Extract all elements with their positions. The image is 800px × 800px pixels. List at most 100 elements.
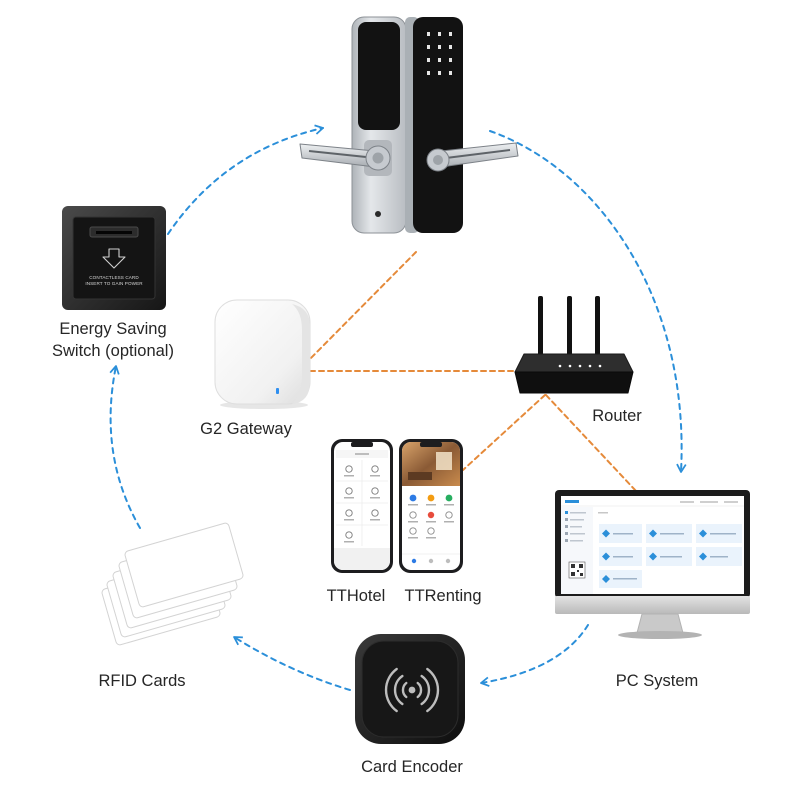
- keypad-key: [438, 32, 441, 36]
- app-feature-icon: [409, 511, 417, 519]
- tile-caption-line: [613, 533, 633, 535]
- app-feature-icon: [409, 494, 417, 502]
- keypad-key: [427, 45, 430, 49]
- tile-caption-line: [710, 556, 728, 558]
- caption-line: [444, 521, 454, 523]
- ui-sidebar-items: [565, 511, 586, 542]
- energy-switch-label-line1: Energy Saving: [59, 320, 166, 338]
- ttrenting-label: TTRenting: [404, 587, 481, 605]
- arrow-pc-to-encoder: [480, 624, 589, 687]
- energy-saving-switch: CONTACTLESS CARD INSERT TO GAIN POWER: [62, 206, 166, 310]
- door-lock-interior-panel: [299, 16, 407, 234]
- photo-furniture: [408, 472, 432, 480]
- tile-caption-line: [613, 578, 637, 580]
- monitor-stand-base: [618, 631, 702, 639]
- link-router-phones: [462, 394, 546, 471]
- keypad-key: [449, 45, 452, 49]
- link-router-pc: [545, 394, 637, 492]
- rfid-cards-label: RFID Cards: [98, 672, 185, 690]
- keypad-key: [427, 71, 430, 75]
- tabbar-profile-icon: [445, 558, 451, 564]
- energy-switch-label-line2: Switch (optional): [52, 342, 174, 360]
- wave-middle-right: [420, 674, 431, 706]
- router-led: [568, 364, 572, 368]
- app-menu-icon: [371, 487, 379, 495]
- door-lock: [299, 16, 519, 234]
- gateway-side-face: [292, 304, 310, 404]
- keypad-key: [438, 45, 441, 49]
- caption-line: [426, 537, 436, 539]
- app-icons: [345, 465, 379, 539]
- caption-line: [408, 504, 418, 506]
- sidebar-item-line: [570, 519, 584, 521]
- caption-line: [344, 475, 354, 477]
- keypad-key: [449, 71, 452, 75]
- ui-breadcrumb: [598, 512, 608, 514]
- app-feature-icon: [427, 494, 435, 502]
- qr-block: [571, 564, 575, 568]
- sidebar-item-line: [570, 540, 583, 542]
- pc-system: [555, 490, 750, 639]
- arrow-switch-to-lock: [167, 124, 324, 235]
- sidebar-item-line: [570, 533, 585, 535]
- ui-topbar-link: [700, 501, 718, 503]
- app-menu-icon: [345, 509, 353, 517]
- arrow-lock-to-pc: [489, 130, 687, 473]
- app-menu-icon: [371, 509, 379, 517]
- wave-inner-right: [416, 681, 423, 699]
- app-icon-captions: [344, 475, 380, 543]
- qr-block: [580, 573, 583, 576]
- router-antenna: [595, 296, 600, 356]
- app-feature-icon: [445, 511, 453, 519]
- router-front-face: [514, 371, 634, 394]
- phone-notch: [351, 442, 373, 447]
- qr-block: [577, 570, 579, 572]
- router-antenna: [538, 296, 543, 356]
- tthotel-label: TTHotel: [327, 587, 386, 605]
- tile-caption-line: [660, 533, 684, 535]
- router-led: [578, 364, 582, 368]
- exterior-lever-groove: [445, 149, 511, 159]
- caption-line: [444, 504, 454, 506]
- caption-line: [426, 504, 436, 506]
- wave-outer-right: [426, 667, 440, 713]
- diamond-icon: [699, 552, 707, 561]
- caption-line: [370, 497, 380, 499]
- app-menu-icon: [345, 487, 353, 495]
- caption-line: [370, 519, 380, 521]
- app-feature-icon: [409, 527, 417, 535]
- door-lock-exterior-panel: [405, 17, 519, 233]
- rfid-card: [124, 522, 244, 608]
- diamond-icon: [602, 575, 610, 583]
- keyhole-icon: [375, 211, 381, 217]
- app-icon-captions: [408, 504, 454, 539]
- router-led: [588, 364, 592, 368]
- qr-block: [579, 564, 583, 568]
- exterior-knob-center: [433, 155, 443, 165]
- router-label: Router: [592, 407, 642, 425]
- diamond-icon: [649, 552, 657, 561]
- flow-arrows: [109, 124, 687, 691]
- sidebar-item-icon: [565, 532, 568, 535]
- phone-tthotel: [331, 439, 393, 573]
- ui-tile-captions: [613, 533, 736, 580]
- contactless-icon: [384, 667, 440, 713]
- wave-inner-left: [401, 681, 408, 699]
- app-feature-icon: [445, 494, 453, 502]
- ui-logo: [565, 500, 579, 503]
- wave-outer-left: [384, 667, 398, 713]
- interior-top-panel: [358, 22, 400, 130]
- sidebar-item-icon: [565, 511, 568, 514]
- app-feature-icon: [427, 511, 435, 519]
- router-led: [598, 364, 602, 368]
- link-lock-gateway: [308, 251, 417, 361]
- caption-line: [408, 521, 418, 523]
- sidebar-item-line: [570, 512, 586, 514]
- arrow-encoder-to-cards: [233, 636, 351, 691]
- wave-middle-left: [393, 674, 404, 706]
- interior-lever-groove: [308, 150, 367, 158]
- gateway-body: [214, 299, 311, 405]
- router-antenna: [567, 296, 572, 356]
- keypad-key: [449, 58, 452, 62]
